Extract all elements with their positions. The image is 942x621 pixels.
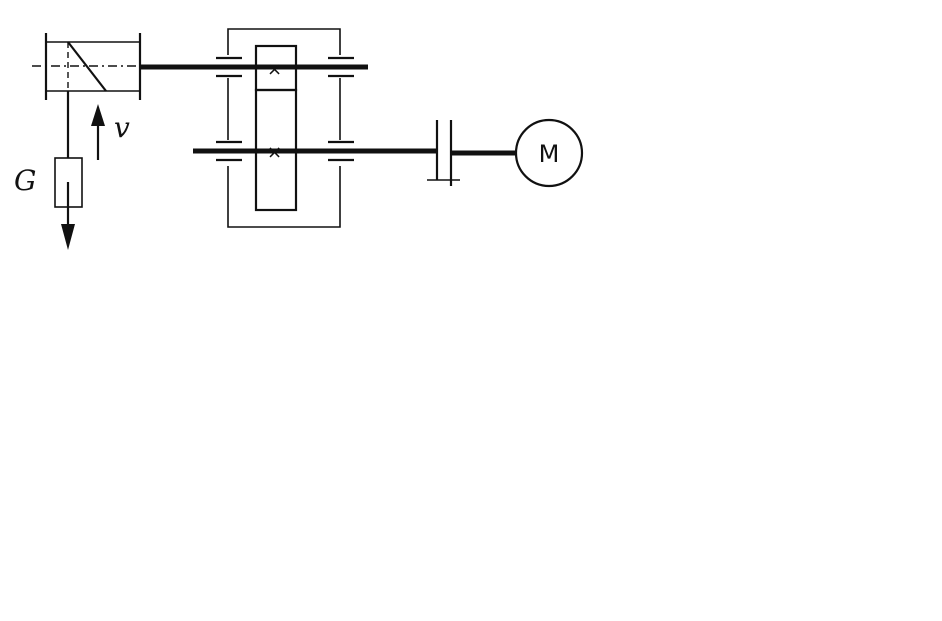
motor: M [514,118,584,188]
gear-lower-mark: × [267,142,282,163]
gear-lower [254,88,298,212]
velocity-indicator: v [91,104,130,160]
velocity-label: v [114,111,130,144]
gear-upper-mark: × [267,59,282,80]
rope-and-load: G [14,91,83,250]
rope-wrap [67,41,107,92]
velocity-arrow-icon [91,104,105,126]
gear-pair: × × [254,44,298,212]
load-label: G [14,164,36,197]
bearings [216,56,354,162]
gearbox-housing [227,28,341,228]
load-arrow-icon [61,224,75,250]
motor-label: M [539,140,560,168]
winch-drum [32,33,142,100]
